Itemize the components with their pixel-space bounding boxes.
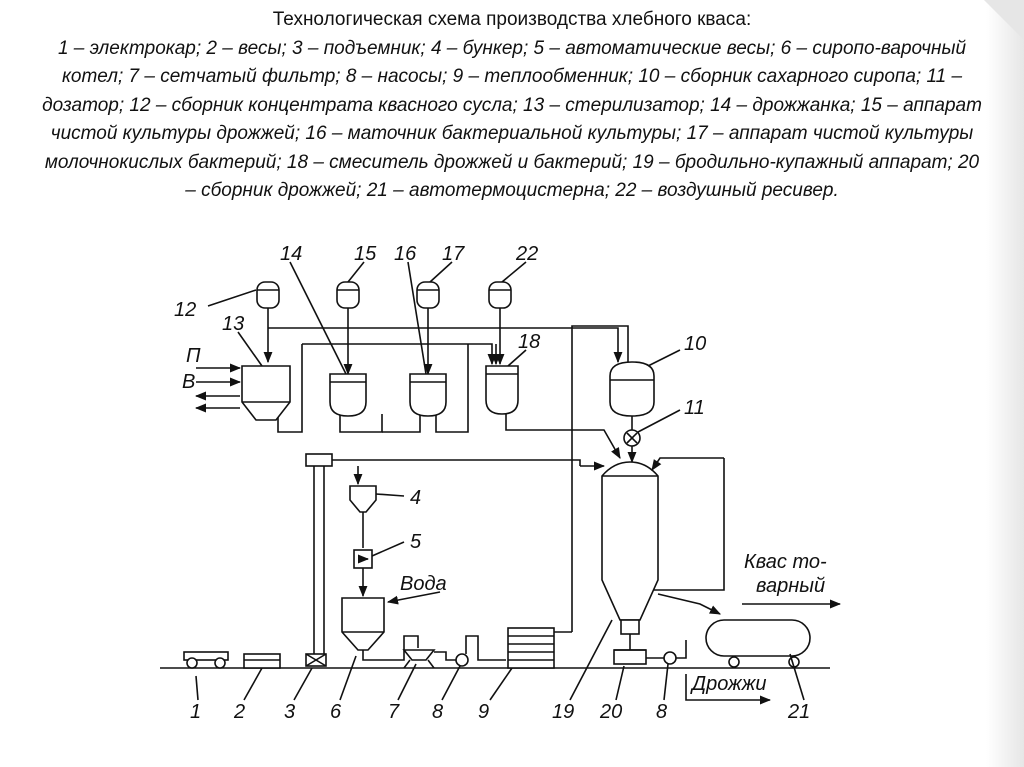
pump	[455, 635, 506, 667]
number-4: 4	[410, 487, 421, 509]
diagram-labels: П В Вода Квас то- варный Дрожжи 1 2 3 4 …	[174, 243, 827, 723]
auto-thermo-tanker	[705, 619, 811, 668]
number-9: 9	[478, 701, 489, 723]
number-8-second: 8	[656, 701, 667, 723]
number-20: 20	[599, 701, 622, 723]
legend-text: 1 – электрокар; 2 – весы; 3 – подъемник;…	[42, 37, 982, 202]
bunker	[349, 466, 377, 548]
mesh-filter	[402, 649, 456, 669]
syrup-doser	[623, 429, 641, 464]
leader-lines	[195, 261, 805, 701]
number-7: 7	[388, 701, 400, 723]
number-1: 1	[190, 701, 201, 723]
yeast-output-label: Дрожжи	[690, 673, 767, 695]
fermentation-blending-apparatus	[580, 457, 725, 650]
product-label-line2: варный	[756, 575, 825, 597]
number-11: 11	[684, 397, 705, 419]
air-receiver	[488, 281, 512, 309]
number-21: 21	[787, 701, 810, 723]
number-18: 18	[518, 331, 540, 353]
slide-caption: Технологическая схема производства хлебн…	[40, 6, 984, 206]
number-13: 13	[222, 313, 244, 335]
page-edge-shadow	[986, 0, 1024, 767]
number-12: 12	[174, 299, 196, 321]
slide-title: Технологическая схема производства хлебн…	[272, 9, 752, 30]
number-15: 15	[354, 243, 377, 265]
number-3: 3	[284, 701, 295, 723]
number-6: 6	[330, 701, 342, 723]
number-22: 22	[515, 243, 538, 265]
sterilizer-ports	[194, 363, 242, 413]
scales	[243, 653, 281, 669]
number-14: 14	[280, 243, 302, 265]
number-17: 17	[442, 243, 465, 265]
electric-cart	[183, 651, 229, 669]
lactic-bacteria-pure-culture-apparatus	[416, 281, 440, 309]
number-2: 2	[233, 701, 245, 723]
water-label: Вода	[400, 573, 447, 595]
number-5: 5	[410, 531, 422, 553]
number-10: 10	[684, 333, 706, 355]
number-19: 19	[552, 701, 574, 723]
steam-label: П	[186, 345, 201, 367]
number-16: 16	[394, 243, 417, 265]
product-label-line1: Квас то-	[744, 551, 827, 573]
yeast-bacteria-mixer	[485, 365, 519, 415]
automatic-scales	[353, 549, 373, 598]
yeast-propagator	[329, 373, 367, 417]
water-inlet-label: В	[182, 371, 195, 393]
syrup-boiling-kettle	[341, 591, 441, 661]
page-corner-fold	[984, 0, 1024, 40]
sugar-syrup-collector	[571, 325, 655, 632]
bacterial-starter-vessel	[409, 373, 447, 417]
output-arrows	[685, 599, 842, 705]
lift	[305, 453, 581, 667]
yeast-pure-culture-apparatus	[336, 281, 360, 309]
sterilizer	[241, 365, 291, 421]
concentrate-collector	[256, 281, 280, 328]
heat-exchanger	[507, 627, 572, 669]
top-piping	[263, 306, 623, 459]
yeast-collector	[613, 640, 687, 665]
number-8: 8	[432, 701, 443, 723]
